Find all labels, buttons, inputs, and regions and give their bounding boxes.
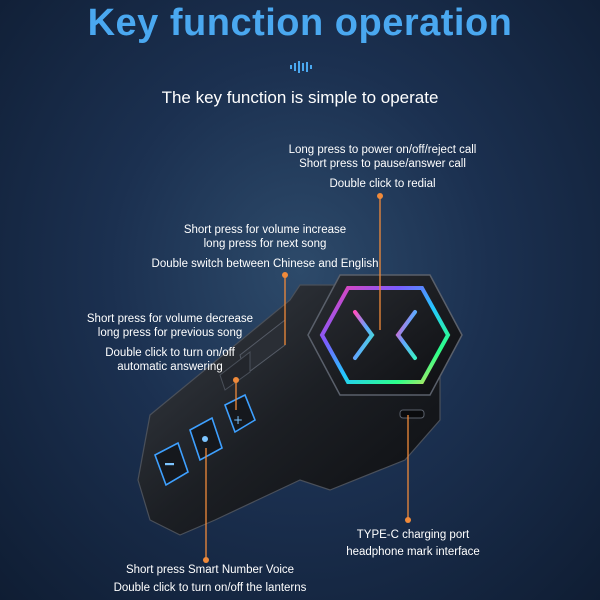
button-plus: + [224, 393, 256, 434]
power-line-3: Double click to redial [329, 178, 436, 190]
type-c-port [399, 409, 425, 419]
power-key-annotation: Long press to power on/off/reject call S… [260, 143, 505, 191]
volume-down-line-3: Double click to turn on/off [105, 347, 235, 359]
power-line-1: Long press to power on/off/reject call [288, 144, 477, 156]
voice-annotation: Short press Smart Number Voice Double cl… [95, 563, 325, 595]
power-line-2: Short press to pause/answer call [299, 158, 466, 170]
volume-down-line-1: Short press for volume decrease [86, 313, 254, 325]
volume-down-line-2: long press for previous song [97, 327, 243, 339]
page-subtitle: The key function is simple to operate [161, 88, 439, 107]
volume-up-line-3: Double switch between Chinese and Englis… [151, 258, 379, 270]
volume-up-line-2: long press for next song [203, 238, 327, 250]
svg-text:+: + [233, 413, 243, 427]
voice-line-2: Double click to turn on/off the lanterns [113, 582, 307, 594]
volume-up-annotation: Short press for volume increase long pre… [150, 223, 380, 271]
page-title: Key function operation [87, 2, 513, 44]
voice-line-1: Short press Smart Number Voice [125, 564, 295, 576]
volume-down-annotation: Short press for volume decrease long pre… [70, 312, 270, 374]
x-logo-icon [353, 303, 417, 367]
sound-wave-icon [290, 60, 312, 78]
port-line-1: TYPE-C charging port [356, 529, 470, 541]
button-mic [189, 416, 223, 462]
port-annotation: TYPE-C charging port headphone mark inte… [318, 528, 508, 559]
button-minus [154, 441, 189, 487]
volume-down-line-4: automatic answering [117, 361, 223, 373]
port-line-2: headphone mark interface [346, 546, 480, 558]
volume-up-line-1: Short press for volume increase [183, 224, 347, 236]
